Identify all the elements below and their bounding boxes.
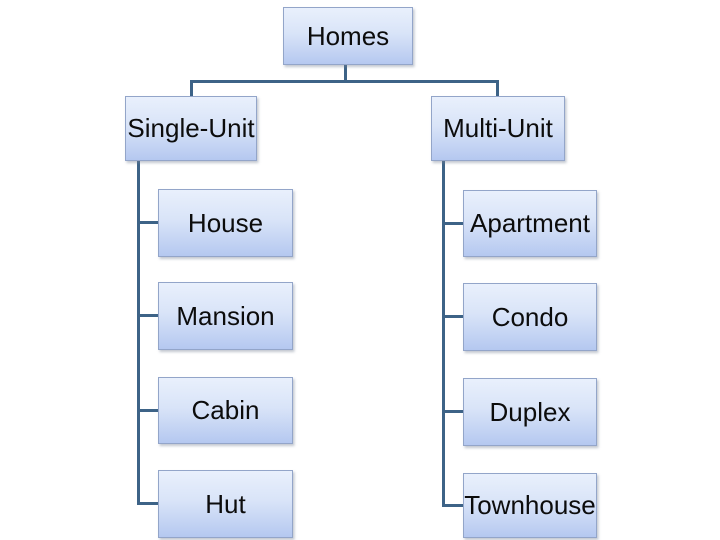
node-homes: Homes: [283, 7, 413, 65]
connector-right-trunk: [442, 160, 445, 506]
node-single-unit: Single-Unit: [125, 96, 257, 161]
connector-mansion: [137, 314, 159, 317]
connector-house: [137, 221, 159, 224]
connector-apartment: [442, 222, 464, 225]
connector-condo: [442, 315, 464, 318]
connector-townhouse: [442, 504, 464, 507]
connector-top-bar: [190, 80, 499, 83]
node-condo: Condo: [463, 283, 597, 351]
node-hut: Hut: [158, 470, 293, 538]
connector-root-stub: [344, 64, 347, 82]
node-cabin: Cabin: [158, 377, 293, 444]
node-apartment: Apartment: [463, 190, 597, 257]
connector-duplex: [442, 410, 464, 413]
node-duplex: Duplex: [463, 378, 597, 446]
node-house: House: [158, 189, 293, 257]
connector-left-trunk: [137, 160, 140, 505]
connector-hut: [137, 502, 159, 505]
connector-multi-unit-drop: [496, 80, 499, 97]
connector-single-unit-drop: [190, 80, 193, 97]
node-multi-unit: Multi-Unit: [431, 96, 565, 161]
node-mansion: Mansion: [158, 282, 293, 350]
connector-cabin: [137, 409, 159, 412]
node-townhouse: Townhouse: [463, 473, 597, 538]
